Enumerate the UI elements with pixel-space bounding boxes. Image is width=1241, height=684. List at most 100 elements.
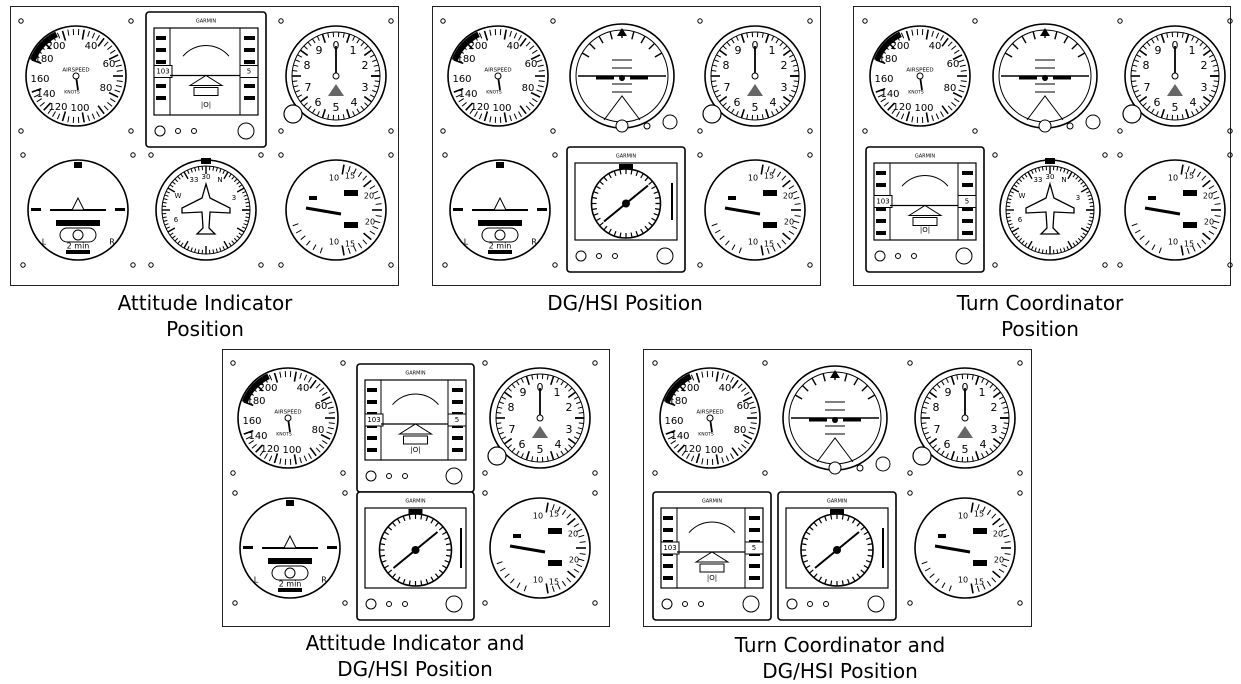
alt-number: 8 (933, 401, 940, 414)
dial-tick (731, 244, 736, 251)
dial-tick (726, 41, 731, 47)
dial-tick (1185, 33, 1190, 43)
vsi-label-left (309, 196, 317, 200)
asi-number: 180 (456, 54, 475, 65)
dial-tick (444, 560, 450, 563)
hsi-center (833, 546, 841, 554)
tc-right-label: R (321, 576, 327, 585)
dial-tick (776, 171, 782, 178)
mounting-screw (342, 600, 348, 606)
dial-tick (695, 453, 701, 464)
dial-tick (537, 64, 544, 68)
dg-airplane-symbol (181, 181, 231, 235)
mounting-screw (230, 470, 236, 476)
dial-tick (654, 208, 661, 211)
asi-number: 40 (85, 41, 98, 52)
tc-right-index (327, 546, 337, 549)
dial-tick (39, 101, 45, 107)
dial-tick (731, 379, 739, 389)
tc-left-index (453, 208, 463, 211)
pfd-hsi-glyph: |O| (201, 101, 211, 109)
pfd-hsi-glyph: |O| (920, 226, 930, 234)
dial-tick (640, 35, 646, 44)
asi-number: 180 (668, 396, 687, 407)
dial-tick (677, 444, 686, 453)
dial-tick (1202, 95, 1212, 103)
dial-tick (863, 564, 869, 569)
dial-tick (236, 227, 245, 233)
dial-tick (599, 222, 604, 227)
dial-tick (1201, 175, 1207, 181)
vsi-number: 20 (994, 556, 1004, 565)
dial-tick (174, 178, 179, 183)
dial-tick (408, 514, 411, 520)
vsi-number: 10 (533, 576, 543, 585)
vsi-number: 15 (974, 510, 984, 519)
dial-tick (31, 87, 42, 93)
pfd-hsi-glyph: |O| (707, 574, 717, 582)
mounting-screw (440, 18, 446, 24)
dial-tick (356, 108, 360, 114)
speed-tape-label (663, 564, 673, 568)
dial-tick (861, 384, 869, 392)
alt-number: 1 (1189, 44, 1196, 57)
vsi-number: 15 (549, 578, 559, 587)
vsi-number: 10 (958, 512, 968, 521)
dial-tick (163, 219, 168, 222)
altitude-tape-label (244, 96, 255, 100)
dial-tick (551, 504, 555, 511)
dial-tick (1030, 246, 1034, 251)
dial-tick (264, 377, 268, 383)
dial-tick (851, 576, 856, 582)
dial-tick (771, 111, 775, 117)
dial-tick (921, 411, 927, 414)
altitude-tape-label (962, 231, 973, 235)
dial-tick (818, 518, 823, 524)
dial-tick (928, 391, 938, 399)
asi-number: 40 (929, 41, 942, 52)
dial-tick (375, 203, 382, 205)
vsi-label-up (1183, 190, 1197, 196)
dial-tick (791, 225, 798, 230)
gauge-bezel (489, 497, 591, 599)
dial-tick (374, 196, 381, 200)
dial-tick (791, 190, 798, 195)
dial-tick (981, 377, 985, 383)
dial-tick (297, 54, 303, 58)
dial-tick (931, 30, 934, 37)
dg-number: 6 (174, 216, 179, 224)
dial-tick (793, 80, 799, 83)
dial-tick (860, 569, 865, 574)
dial-tick (507, 444, 512, 449)
dial-tick (648, 42, 656, 50)
dial-tick (598, 35, 604, 44)
dial-tick (947, 41, 953, 47)
airspeed-readout-box (364, 413, 384, 427)
dial-tick (1208, 54, 1214, 58)
dial-tick (1151, 244, 1156, 251)
dial-tick (721, 372, 724, 379)
dial-tick (36, 98, 43, 103)
dial-tick (297, 94, 303, 98)
dial-tick (299, 372, 302, 379)
dial-tick (425, 515, 429, 522)
asi-number: 160 (664, 416, 683, 427)
asi-number: 120 (48, 102, 67, 113)
dial-tick (619, 232, 622, 238)
dial-tick (504, 573, 510, 578)
altimeter-hatched-flag (532, 426, 548, 438)
dial-tick (1038, 248, 1041, 253)
garmin-display-unit: GARMIN (566, 146, 686, 273)
dial-tick (177, 240, 181, 245)
dial-tick (1133, 59, 1139, 63)
dial-tick (805, 564, 811, 569)
dial-tick (982, 583, 986, 590)
dial-tick (509, 30, 512, 37)
dial-tick (1021, 35, 1027, 44)
garmin-brand-label: GARMIN (616, 154, 637, 160)
dial-tick (108, 91, 119, 98)
dial-tick (830, 514, 833, 520)
